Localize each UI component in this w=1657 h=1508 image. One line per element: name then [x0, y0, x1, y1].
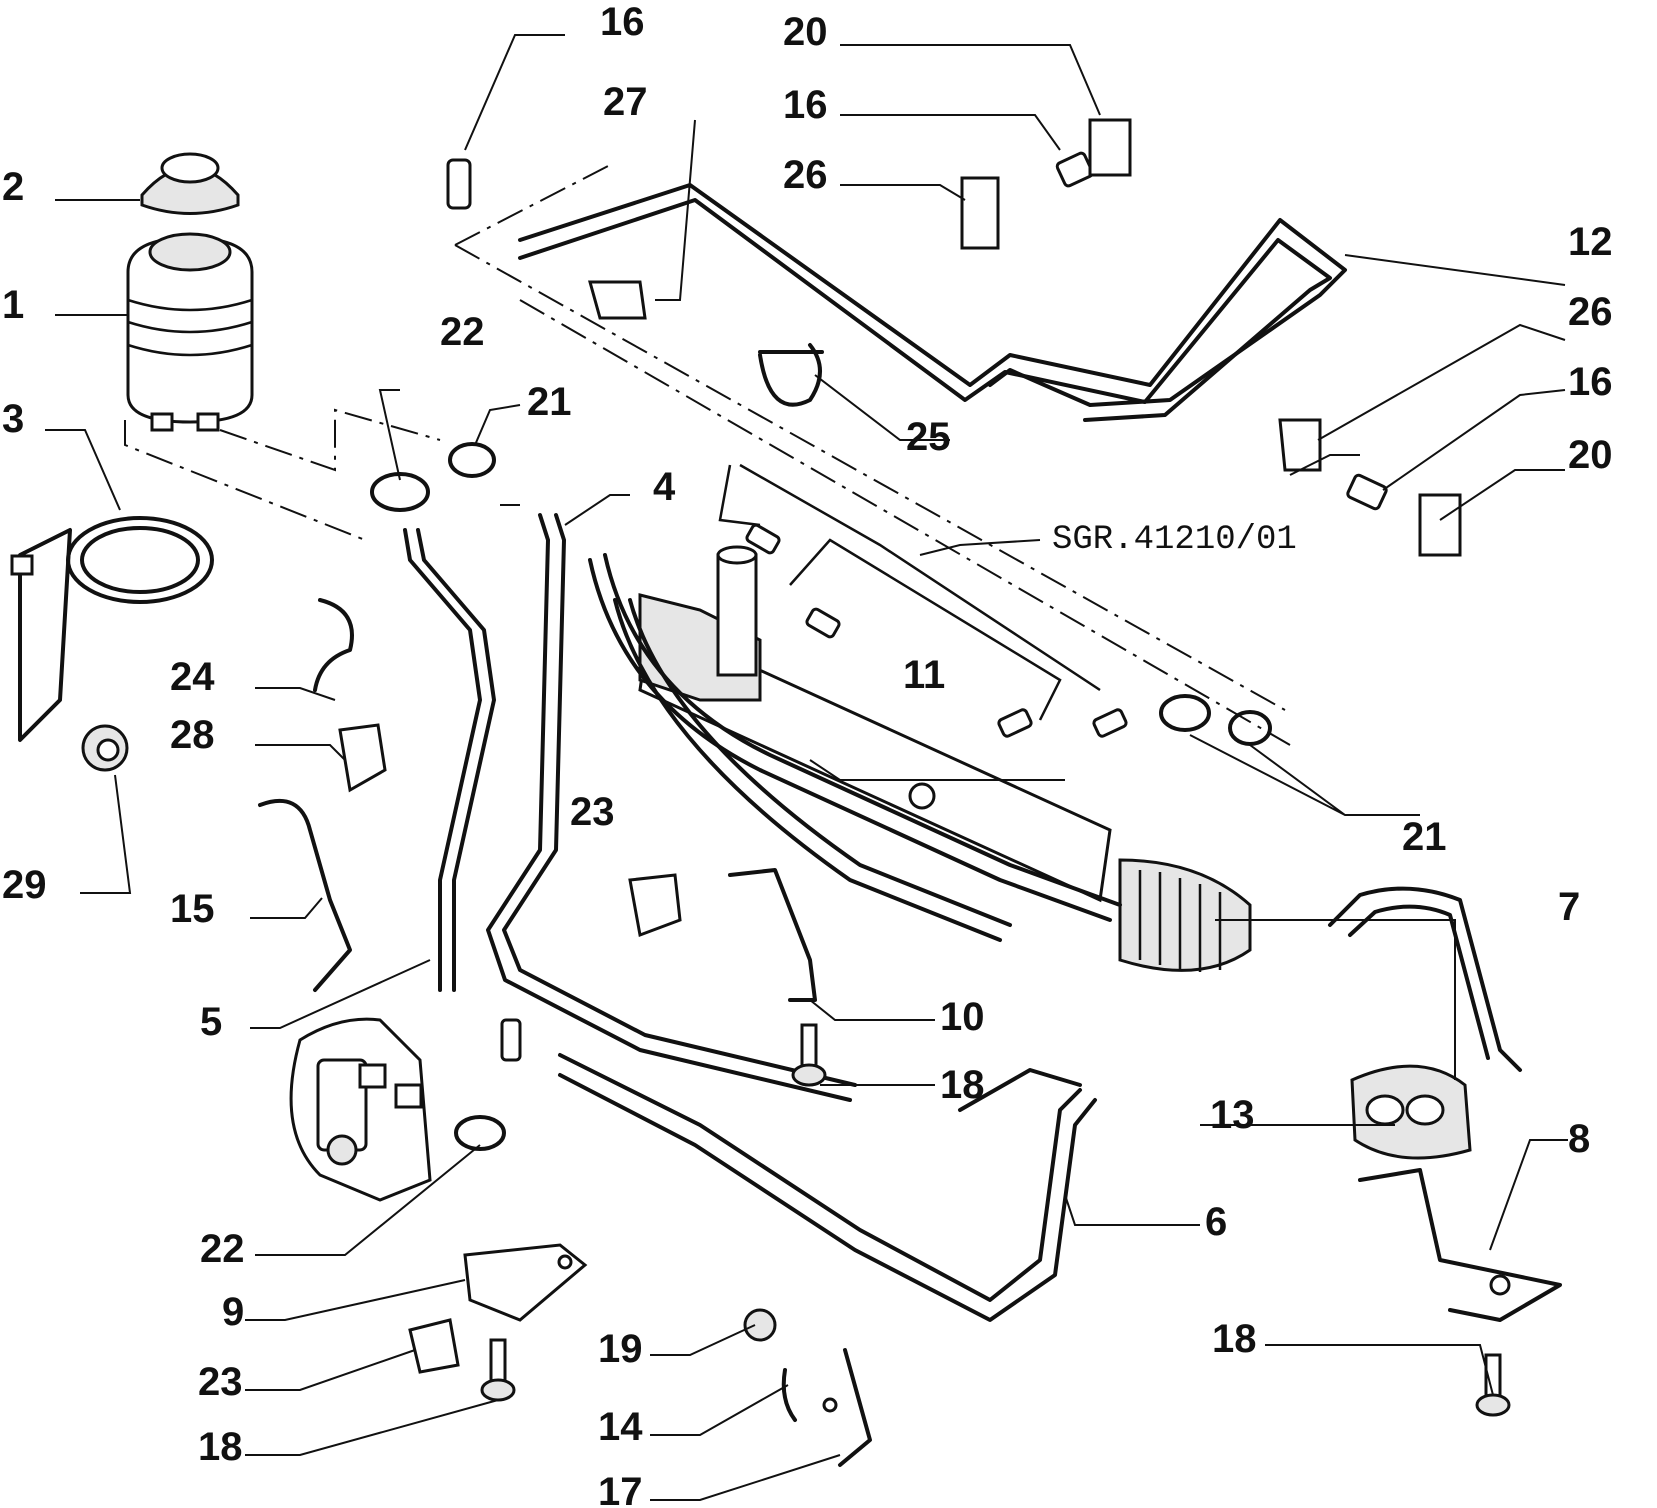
callout-14: 14 — [598, 1405, 643, 1449]
clips-brackets — [258, 118, 1462, 1374]
hose-bracket — [728, 868, 817, 1002]
fittings — [446, 151, 1388, 1062]
return-pipe — [558, 1053, 1097, 1322]
callout-12: 12 — [1568, 220, 1613, 264]
callout-28: 28 — [170, 713, 215, 757]
leader-lines — [45, 34, 1568, 1501]
callout-13: 13 — [1210, 1093, 1255, 1137]
callout-3: 3 — [2, 397, 24, 441]
callout-5: 5 — [200, 1000, 222, 1044]
steering-rack — [588, 545, 1252, 972]
callout-4: 4 — [653, 465, 676, 509]
reservoir-bracket — [10, 516, 214, 742]
pressure-hose — [486, 513, 857, 1102]
callout-10: 10 — [940, 995, 985, 1039]
fluid-reservoir — [126, 232, 254, 432]
callout-9: 9 — [222, 1290, 244, 1334]
callout-29: 29 — [2, 863, 47, 907]
steering-pump — [289, 1017, 432, 1202]
callout-27: 27 — [603, 80, 648, 124]
callout-16: 16 — [783, 83, 828, 127]
callout-20: 20 — [783, 10, 828, 54]
reservoir-cap — [140, 152, 240, 215]
callout-26: 26 — [1568, 290, 1613, 334]
callout-17: 17 — [598, 1470, 643, 1508]
callout-23: 23 — [570, 790, 615, 834]
callout-6: 6 — [1205, 1200, 1227, 1244]
callout-16: 16 — [600, 0, 645, 44]
small-hardware — [743, 1308, 872, 1467]
callout-26: 26 — [783, 153, 828, 197]
callout-20: 20 — [1568, 433, 1613, 477]
callout-16: 16 — [1568, 360, 1613, 404]
rubber-mount — [1350, 1064, 1472, 1160]
callout-8: 8 — [1568, 1117, 1590, 1161]
callout-15: 15 — [170, 887, 215, 931]
callout-labels: 16 20 27 16 26 2 1 12 26 16 20 3 22 21 2… — [2, 0, 1613, 1508]
pipe-assembly — [518, 183, 1347, 422]
pump-bracket — [463, 1243, 588, 1322]
callout-23: 23 — [198, 1360, 243, 1404]
callout-21: 21 — [1402, 815, 1447, 859]
callout-18: 18 — [940, 1063, 985, 1107]
callout-22: 22 — [440, 310, 485, 354]
callout-19: 19 — [598, 1327, 643, 1371]
return-hose — [403, 528, 496, 992]
bolts — [480, 1023, 1511, 1417]
callout-18: 18 — [198, 1425, 243, 1469]
callout-11: 11 — [903, 653, 945, 697]
reference-code: SGR.41210/01 — [1052, 521, 1297, 559]
hose-clamps — [370, 442, 1272, 1151]
rack-pipes — [718, 463, 1101, 721]
callout-21: 21 — [527, 380, 572, 424]
callout-22: 22 — [200, 1227, 245, 1271]
assembly-guide-lines — [124, 164, 1291, 746]
callout-24: 24 — [170, 655, 215, 699]
callout-7: 7 — [1558, 885, 1580, 929]
callout-25: 25 — [906, 415, 951, 459]
mount-strap — [1328, 886, 1522, 1072]
callout-2: 2 — [2, 165, 24, 209]
callout-1: 1 — [2, 283, 24, 327]
mounting-bracket — [1358, 1168, 1562, 1322]
hex-nut — [81, 724, 129, 772]
callout-18: 18 — [1212, 1317, 1257, 1361]
